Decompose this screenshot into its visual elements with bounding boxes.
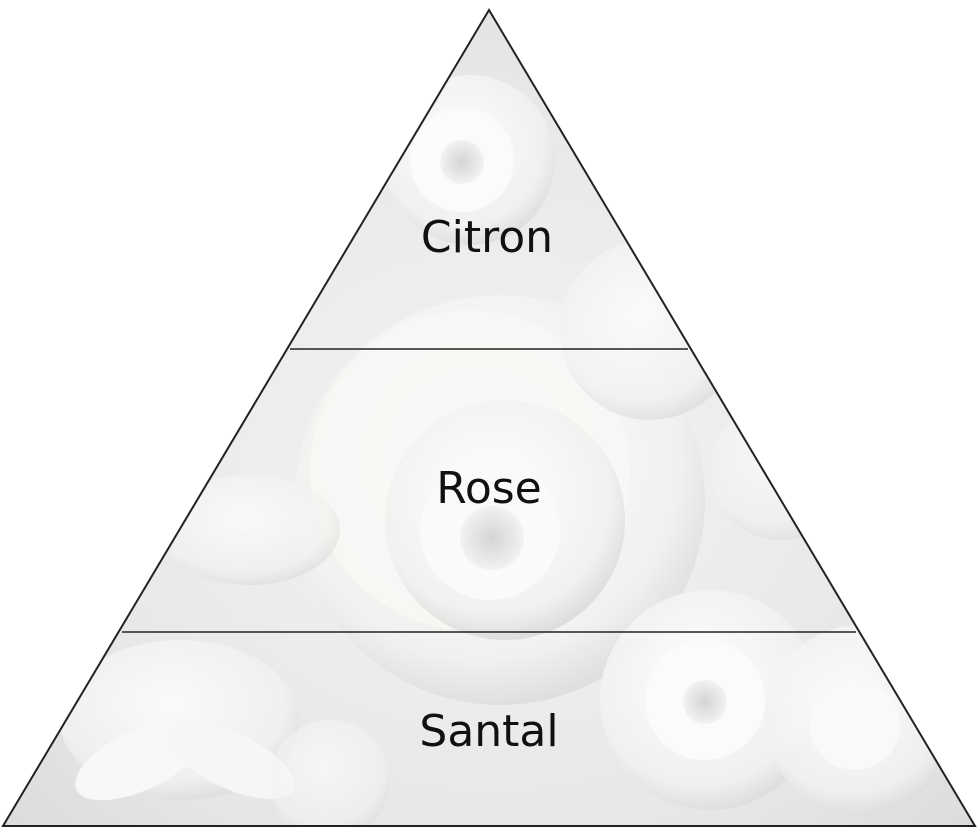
lotus-flower-left	[60, 475, 390, 826]
tier-label-top: Citron	[421, 212, 553, 263]
tier-label-middle: Rose	[436, 463, 542, 514]
rose-flower-bottom-right	[600, 590, 955, 815]
rose-flower-top	[385, 75, 555, 245]
pyramid-outline	[1, 8, 977, 827]
tier-label-bottom: Santal	[419, 706, 558, 757]
